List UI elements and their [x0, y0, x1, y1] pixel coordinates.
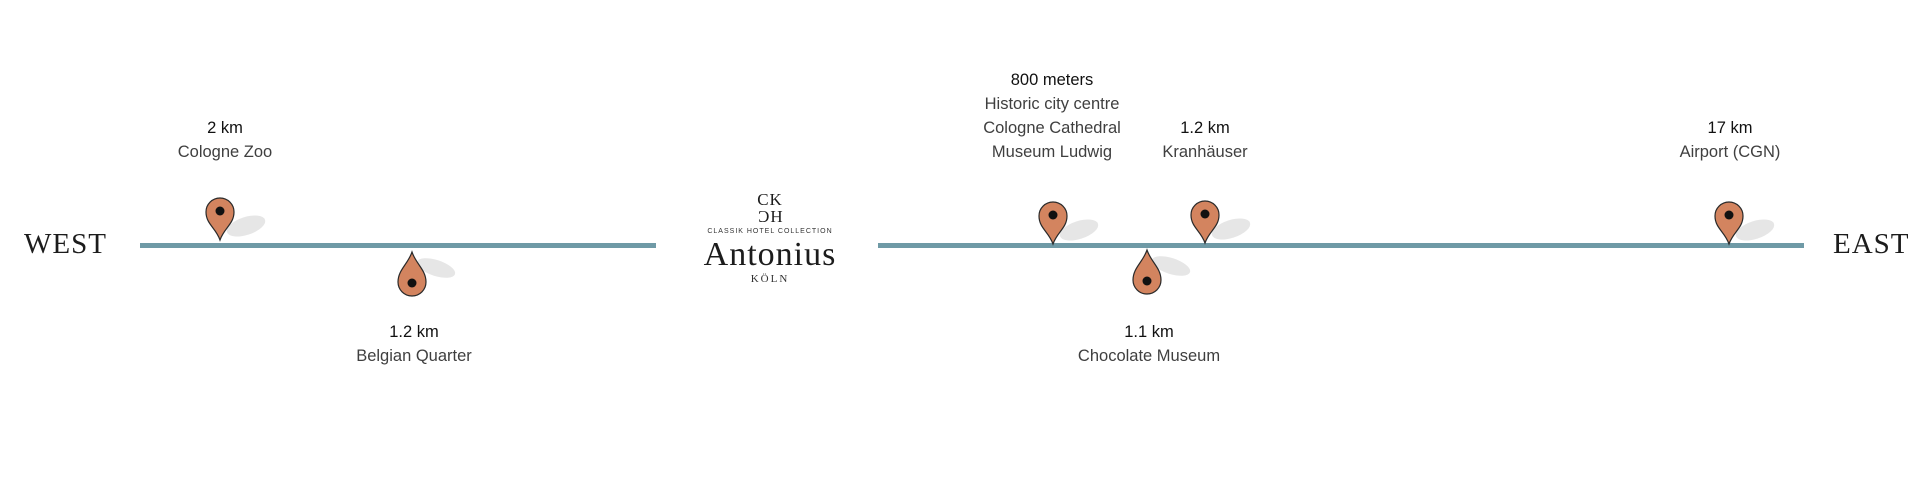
distance-label: 1.2 km — [389, 323, 439, 341]
hotel-logo: CK HC CLASSIK HOTEL COLLECTION Antonius … — [686, 190, 854, 285]
place-label: Cologne Cathedral — [983, 119, 1121, 137]
place-label: Museum Ludwig — [991, 143, 1113, 161]
map-pin-icon — [1711, 194, 1783, 246]
west-label: WEST — [24, 228, 107, 260]
drop-pin-icon — [1131, 248, 1203, 300]
distance-label: 2 km — [207, 119, 243, 137]
map-pin-icon — [1035, 194, 1107, 246]
monogram-bottom: HC — [757, 207, 783, 226]
road-line-west — [140, 243, 656, 248]
collection-label: CLASSIK HOTEL COLLECTION — [707, 228, 833, 235]
distance-label: 1.1 km — [1124, 323, 1174, 341]
logo-monogram: CK HC — [686, 190, 854, 226]
drop-pin-icon — [396, 250, 468, 302]
road-line-east — [878, 243, 1804, 248]
destination-chocolate-museum: 1.1 km Chocolate Museum — [1029, 320, 1269, 368]
destination-belgian-quarter: 1.2 km Belgian Quarter — [294, 320, 534, 368]
distance-label: 17 km — [1707, 119, 1753, 137]
place-label: Belgian Quarter — [356, 347, 472, 365]
place-label: Historic city centre — [984, 95, 1120, 113]
monogram-top: CK — [757, 190, 783, 209]
destination-airport: 17 km Airport (CGN) — [1610, 116, 1850, 164]
hotel-name: Antonius — [703, 236, 837, 273]
place-label: Cologne Zoo — [177, 143, 273, 161]
distance-label: 800 meters — [1010, 71, 1094, 89]
place-label: Chocolate Museum — [1077, 347, 1221, 365]
destination-kranhaeuser: 1.2 km Kranhäuser — [1085, 116, 1325, 164]
map-pin-icon — [202, 190, 274, 242]
hotel-city: KÖLN — [750, 273, 790, 285]
east-label: EAST — [1833, 228, 1910, 260]
destination-cologne-zoo: 2 km Cologne Zoo — [105, 116, 345, 164]
place-label: Airport (CGN) — [1679, 143, 1781, 161]
distance-label: 1.2 km — [1180, 119, 1230, 137]
map-pin-icon — [1187, 193, 1259, 245]
place-label: Kranhäuser — [1162, 143, 1248, 161]
destination-historic-centre: 800 meters Historic city centre Cologne … — [932, 68, 1172, 164]
